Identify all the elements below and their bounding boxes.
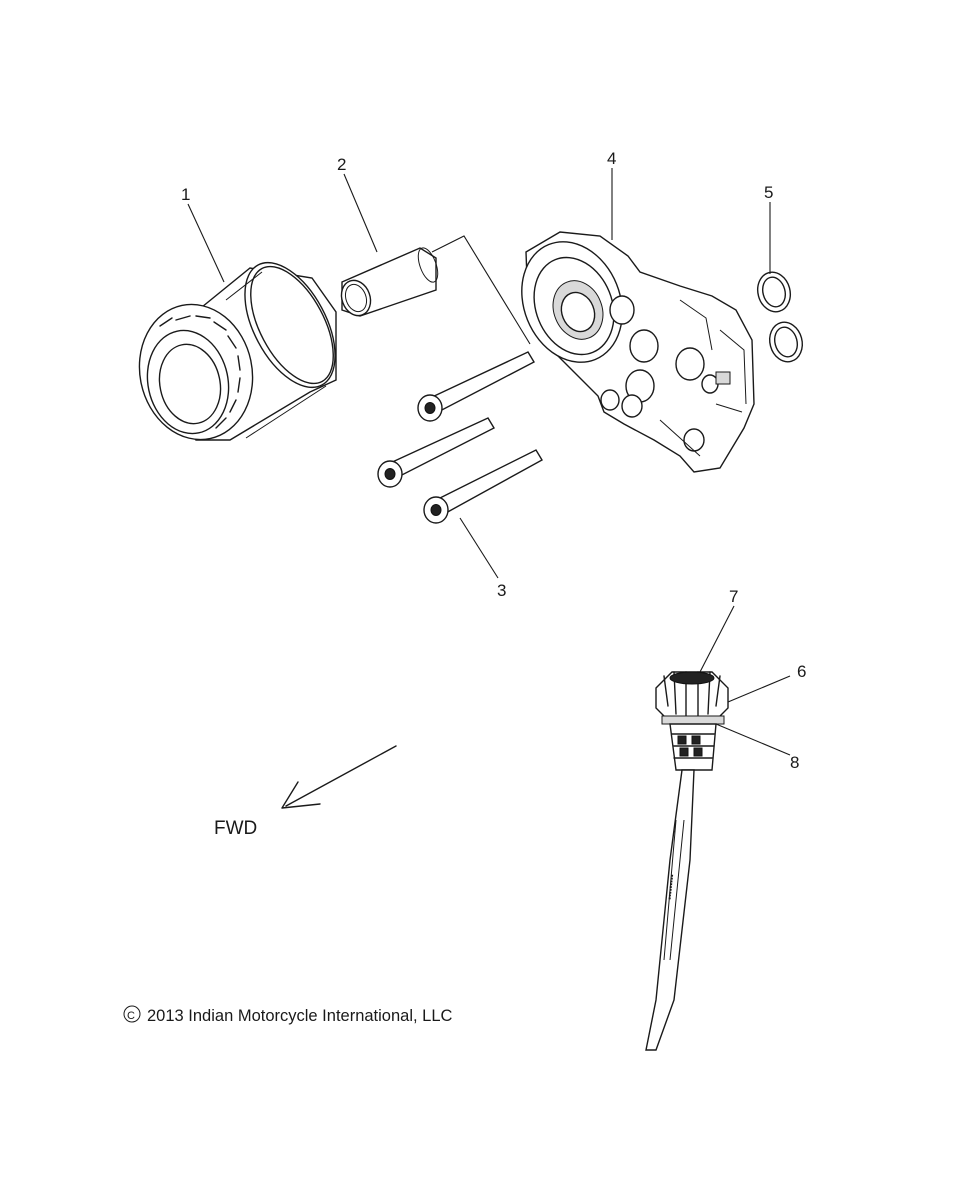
leader-8 xyxy=(715,723,791,756)
callout-7: 7 xyxy=(729,587,738,606)
leader-2-3 xyxy=(431,235,531,345)
callout-5: 5 xyxy=(764,183,773,202)
dipstick-illustration: ▪▪▪▪▪▪▪▪▪ xyxy=(645,671,729,1051)
leader-3 xyxy=(459,517,499,579)
cap-screws-illustration xyxy=(377,351,543,524)
copyright-circle-icon xyxy=(123,1005,141,1023)
arrow-shaft xyxy=(285,745,397,807)
leader-lines xyxy=(187,168,791,756)
fwd-label: FWD xyxy=(214,818,257,839)
forward-arrow xyxy=(281,745,397,809)
callout-2: 2 xyxy=(337,155,346,174)
leader-1 xyxy=(187,203,225,283)
copyright-symbol: C xyxy=(127,1010,135,1022)
arrow-head xyxy=(281,781,321,809)
callout-labels: 1 2 3 4 5 6 7 8 xyxy=(181,149,806,772)
filter-adapter-housing-illustration xyxy=(521,231,755,473)
copyright-notice: C 2013 Indian Motorcycle International, … xyxy=(123,1005,453,1025)
cap-screw-middle xyxy=(377,417,495,488)
cap-screw-bottom xyxy=(423,449,543,524)
sleeve-illustration xyxy=(340,247,439,317)
copyright-text: 2013 Indian Motorcycle International, LL… xyxy=(147,1007,453,1025)
leader-7 xyxy=(699,605,735,673)
o-rings-illustration xyxy=(757,271,803,363)
callout-4: 4 xyxy=(607,149,616,168)
callout-1: 1 xyxy=(181,185,190,204)
callout-6: 6 xyxy=(797,662,806,681)
leader-2 xyxy=(343,173,378,253)
oil-filter-illustration xyxy=(138,261,337,441)
callout-3: 3 xyxy=(497,581,506,600)
callout-8: 8 xyxy=(790,753,799,772)
dipstick-markings: ▪▪▪▪▪▪▪▪▪ xyxy=(665,874,677,900)
cap-screw-top xyxy=(417,351,535,422)
leader-6 xyxy=(727,675,791,703)
